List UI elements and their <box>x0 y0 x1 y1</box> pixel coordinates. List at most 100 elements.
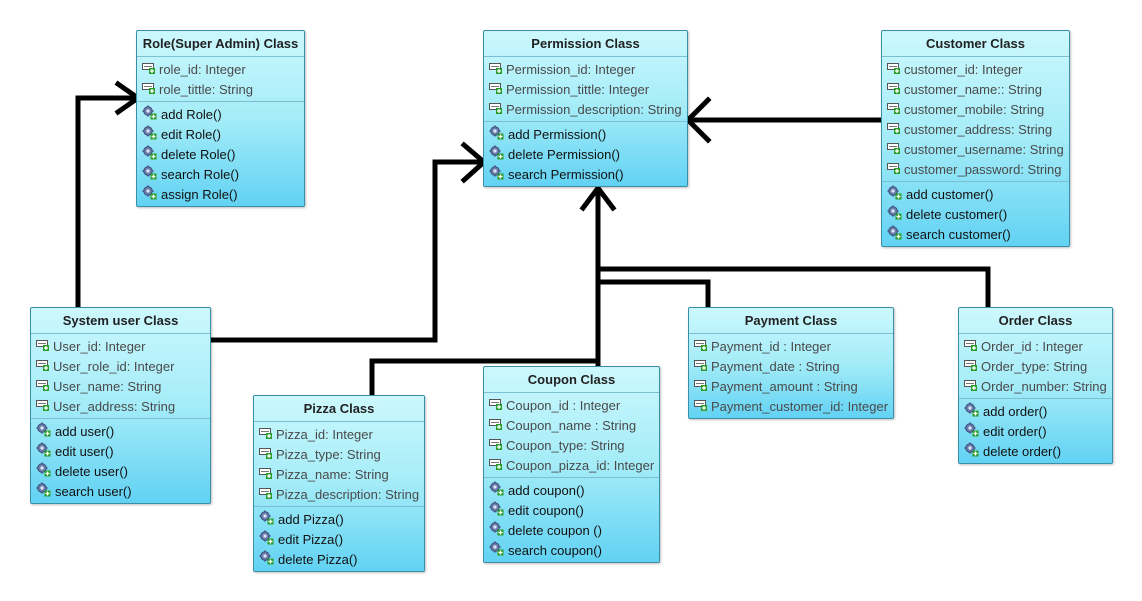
attribute-row[interactable]: Order_id : Integer <box>959 336 1112 356</box>
operation-row[interactable]: search customer() <box>882 224 1069 244</box>
attribute-row[interactable]: User_id: Integer <box>31 336 210 356</box>
operation-row[interactable]: add order() <box>959 401 1112 421</box>
attribute-icon <box>694 339 711 354</box>
attribute-row[interactable]: Pizza_name: String <box>254 464 424 484</box>
attribute-row[interactable]: customer_address: String <box>882 119 1069 139</box>
operation-text: assign Role() <box>161 186 238 202</box>
attribute-row[interactable]: Payment_customer_id: Integer <box>689 396 893 416</box>
operation-row[interactable]: edit Pizza() <box>254 529 424 549</box>
attribute-row[interactable]: Pizza_type: String <box>254 444 424 464</box>
attribute-row[interactable]: customer_id: Integer <box>882 59 1069 79</box>
operation-row[interactable]: edit order() <box>959 421 1112 441</box>
attribute-row[interactable]: Pizza_id: Integer <box>254 424 424 444</box>
operation-gear-icon <box>964 442 983 460</box>
operation-gear-icon <box>489 521 508 539</box>
connector-user-to-permission <box>207 159 487 343</box>
operation-gear-icon <box>887 225 906 243</box>
operation-row[interactable]: edit Role() <box>137 124 304 144</box>
attribute-row[interactable]: Pizza_description: String <box>254 484 424 504</box>
connector-user-to-role <box>75 95 141 310</box>
attribute-row[interactable]: customer_mobile: String <box>882 99 1069 119</box>
operation-gear-icon <box>142 145 161 163</box>
attribute-icon <box>887 122 904 137</box>
attribute-row[interactable]: customer_password: String <box>882 159 1069 179</box>
attribute-row[interactable]: role_tittle: String <box>137 79 304 99</box>
attribute-icon <box>259 487 276 502</box>
operation-row[interactable]: edit coupon() <box>484 500 659 520</box>
attribute-icon <box>36 339 53 354</box>
attribute-row[interactable]: Coupon_id : Integer <box>484 395 659 415</box>
operation-text: delete user() <box>55 463 128 479</box>
operation-row[interactable]: add Pizza() <box>254 509 424 529</box>
operation-row[interactable]: delete user() <box>31 461 210 481</box>
attribute-row[interactable]: Permission_description: String <box>484 99 687 119</box>
attribute-row[interactable]: customer_username: String <box>882 139 1069 159</box>
arrowhead-permission-right <box>684 96 712 144</box>
attribute-text: Coupon_name : String <box>506 417 637 433</box>
attribute-row[interactable]: customer_name:: String <box>882 79 1069 99</box>
operation-row[interactable]: add customer() <box>882 184 1069 204</box>
operation-row[interactable]: search user() <box>31 481 210 501</box>
attribute-icon <box>694 359 711 374</box>
operation-row[interactable]: delete customer() <box>882 204 1069 224</box>
attribute-row[interactable]: Order_number: String <box>959 376 1112 396</box>
attribute-row[interactable]: Permission_tittle: Integer <box>484 79 687 99</box>
attribute-text: User_role_id: Integer <box>53 358 175 374</box>
operation-row[interactable]: search Role() <box>137 164 304 184</box>
operation-row[interactable]: delete coupon () <box>484 520 659 540</box>
attribute-row[interactable]: User_address: String <box>31 396 210 416</box>
operation-gear-icon <box>964 422 983 440</box>
attribute-text: User_name: String <box>53 378 162 394</box>
attribute-row[interactable]: Payment_amount : String <box>689 376 893 396</box>
attribute-row[interactable]: Payment_id : Integer <box>689 336 893 356</box>
operation-row[interactable]: add Permission() <box>484 124 687 144</box>
operation-text: edit order() <box>983 423 1047 439</box>
attribute-text: Order_number: String <box>981 378 1107 394</box>
attribute-row[interactable]: Payment_date : String <box>689 356 893 376</box>
attribute-icon <box>489 438 506 453</box>
role-class-box[interactable]: Role(Super Admin) Class role_id: Integer… <box>136 30 305 207</box>
attribute-icon <box>36 359 53 374</box>
attribute-row[interactable]: User_role_id: Integer <box>31 356 210 376</box>
operation-row[interactable]: add user() <box>31 421 210 441</box>
attribute-text: customer_id: Integer <box>904 61 1023 77</box>
operation-row[interactable]: delete order() <box>959 441 1112 461</box>
operation-gear-icon <box>964 402 983 420</box>
attribute-row[interactable]: Coupon_pizza_id: Integer <box>484 455 659 475</box>
operation-row[interactable]: search coupon() <box>484 540 659 560</box>
operation-row[interactable]: delete Permission() <box>484 144 687 164</box>
operation-row[interactable]: add coupon() <box>484 480 659 500</box>
operation-row[interactable]: add Role() <box>137 104 304 124</box>
operation-row[interactable]: delete Role() <box>137 144 304 164</box>
operation-row[interactable]: delete Pizza() <box>254 549 424 569</box>
connector-payment <box>595 279 711 310</box>
operation-row[interactable]: assign Role() <box>137 184 304 204</box>
attribute-row[interactable]: Coupon_name : String <box>484 415 659 435</box>
operation-gear-icon <box>489 501 508 519</box>
attribute-row[interactable]: User_name: String <box>31 376 210 396</box>
attribute-icon <box>887 62 904 77</box>
attribute-icon <box>36 379 53 394</box>
operation-text: delete customer() <box>906 206 1008 222</box>
operation-gear-icon <box>489 125 508 143</box>
operation-row[interactable]: edit user() <box>31 441 210 461</box>
operation-text: delete order() <box>983 443 1062 459</box>
operations-section: add order() edit order() delete order() <box>959 398 1112 463</box>
attribute-icon <box>887 162 904 177</box>
attribute-row[interactable]: Permission_id: Integer <box>484 59 687 79</box>
operation-text: search coupon() <box>508 542 602 558</box>
attribute-icon <box>489 102 506 117</box>
operation-row[interactable]: search Permission() <box>484 164 687 184</box>
attribute-row[interactable]: Coupon_type: String <box>484 435 659 455</box>
attribute-text: Pizza_description: String <box>276 486 420 502</box>
attribute-row[interactable]: role_id: Integer <box>137 59 304 79</box>
attribute-row[interactable]: Order_type: String <box>959 356 1112 376</box>
